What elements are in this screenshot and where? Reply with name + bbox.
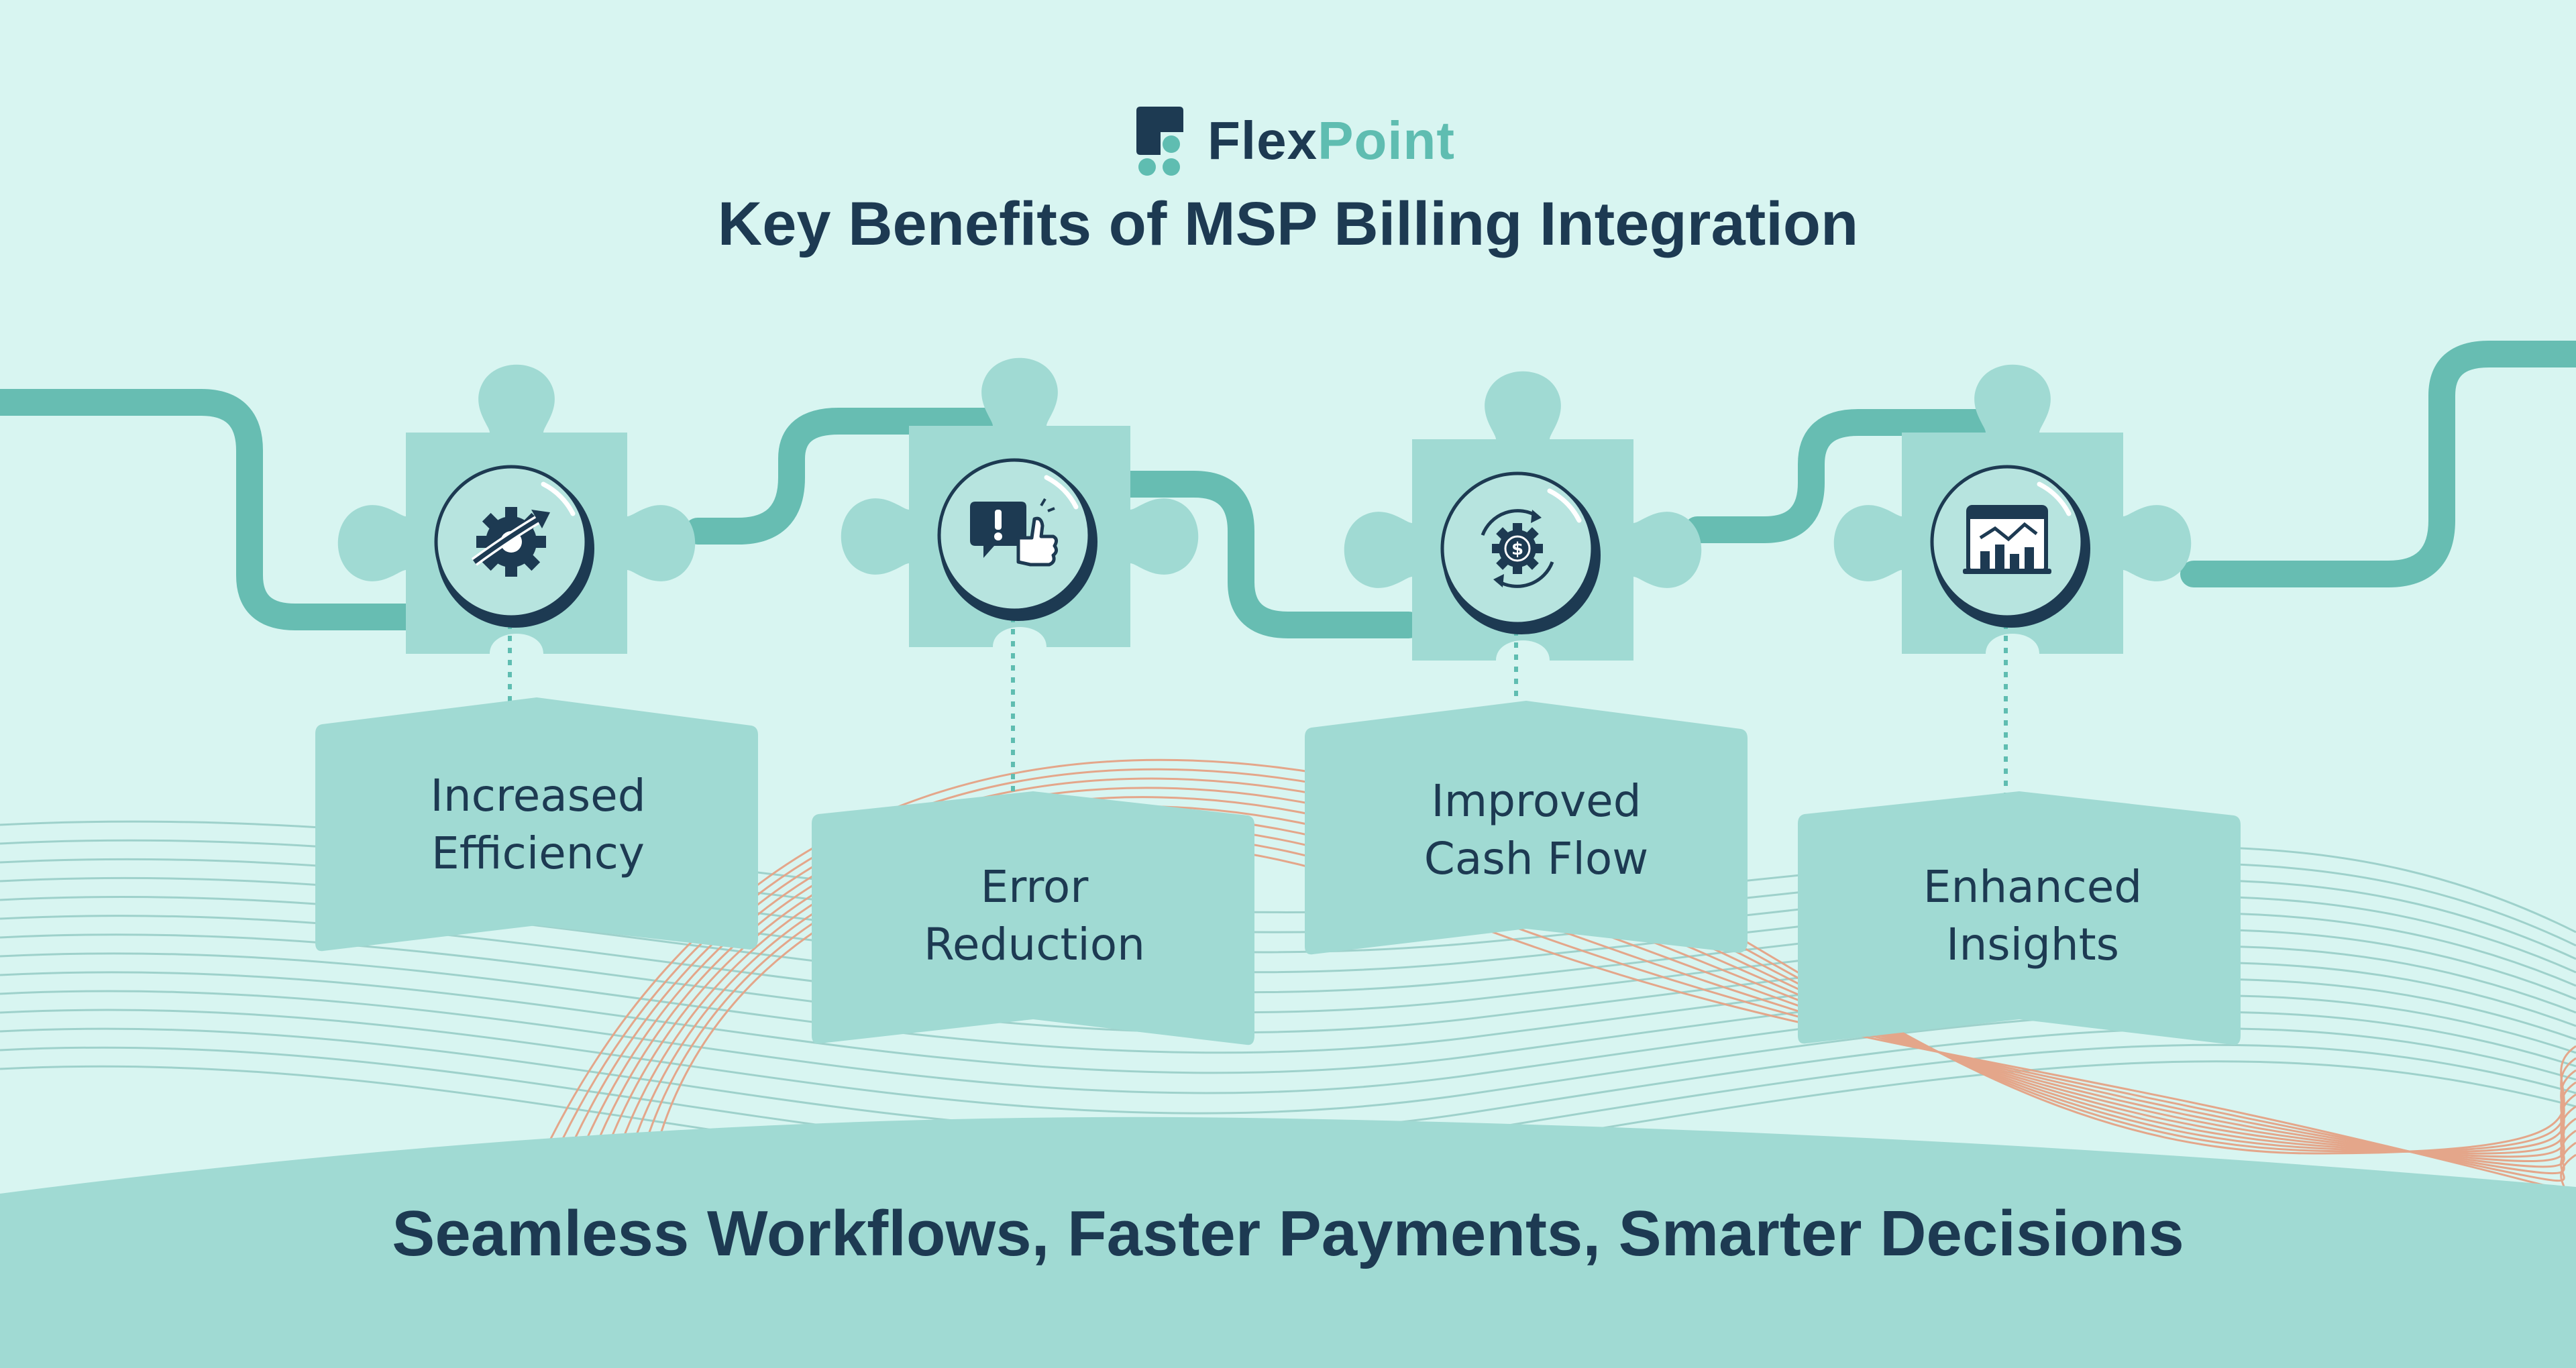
teal-wave-line: [0, 1009, 2576, 1115]
benefit-label-3: Improved Cash Flow: [1315, 773, 1758, 888]
benefit-label-1: Increased Efficiency: [317, 767, 759, 882]
benefit-1-line1: Increased: [430, 770, 646, 821]
brand-logo: FlexPoint: [1134, 101, 1455, 181]
benefit-2-puzzle-group: [812, 357, 1254, 1045]
benefit-4-puzzle-group: [1798, 364, 2241, 1045]
benefit-card: [315, 697, 758, 952]
benefit-3-puzzle-group: $: [1305, 371, 1748, 955]
benefit-label-4: Enhanced Insights: [1811, 858, 2254, 974]
benefit-4-line2: Insights: [1945, 919, 2119, 970]
teal-wave-line: [0, 971, 2576, 1074]
brand-name: FlexPoint: [1208, 110, 1455, 172]
teal-wave-line: [0, 915, 2576, 1014]
benefit-card: [1305, 701, 1748, 955]
page-title: Key Benefits of MSP Billing Integration: [717, 190, 1859, 258]
flexpoint-logo-icon: [1136, 107, 1183, 176]
pipe-track: [0, 341, 2576, 638]
benefit-card: [812, 791, 1254, 1045]
teal-wave-line: [0, 952, 2576, 1054]
benefit-1-line2: Efficiency: [431, 828, 645, 879]
gear-growth-arrow-icon: [471, 507, 550, 577]
benefit-4-line1: Enhanced: [1923, 861, 2143, 913]
dollar-gear-cycle-icon: $: [1481, 509, 1554, 588]
bottom-hill: [0, 1117, 2576, 1368]
analytics-dashboard-icon: [1963, 505, 2051, 574]
benefit-2-line1: Error: [980, 861, 1089, 913]
benefit-3-line2: Cash Flow: [1424, 833, 1649, 885]
benefit-label-2: Error Reduction: [813, 858, 1256, 974]
tagline: Seamless Workflows, Faster Payments, Sma…: [392, 1198, 2184, 1269]
svg-text:$: $: [1511, 539, 1523, 559]
teal-wave-line: [0, 990, 2576, 1094]
brand-name-part2: Point: [1318, 111, 1456, 170]
benefit-card: [1798, 791, 2241, 1045]
benefit-2-line2: Reduction: [924, 919, 1145, 970]
brand-name-part1: Flex: [1208, 111, 1318, 170]
teal-wave-line: [0, 933, 2576, 1034]
benefit-1-puzzle-group: [315, 364, 758, 952]
benefit-3-line1: Improved: [1431, 775, 1642, 827]
alert-thumbs-up-icon: [970, 498, 1059, 567]
